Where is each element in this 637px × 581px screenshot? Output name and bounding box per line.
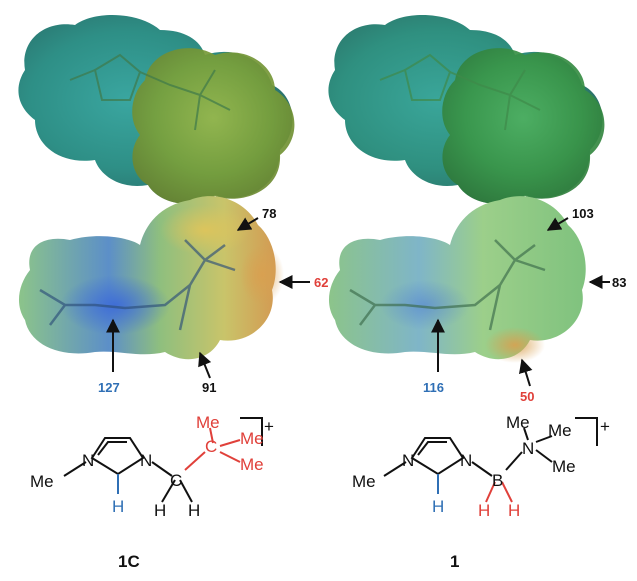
atom-me-left-1: Me	[352, 472, 376, 491]
arrows-right	[431, 217, 610, 387]
atom-me3-1c: Me	[240, 455, 264, 474]
bond-c-me1-left	[209, 427, 214, 444]
atom-me2-1: Me	[548, 421, 572, 440]
arrow-left-top	[236, 217, 259, 231]
value-right-top: 103	[572, 206, 594, 221]
structure-1c	[63, 417, 263, 503]
molecule-wireframe-side-left	[39, 239, 236, 331]
molecule-wireframe-top-right	[379, 53, 541, 131]
atom-b-1: B	[492, 471, 503, 490]
charge-1: +	[600, 417, 610, 436]
atom-me2-1c: Me	[240, 429, 264, 448]
charge-1c: +	[264, 417, 274, 436]
bond-n-b-right	[471, 461, 493, 477]
atom-c-quat-1c: C	[205, 437, 217, 456]
bond-c-c-left	[184, 451, 206, 471]
bond-n-me3-right	[535, 449, 553, 463]
bond-me-n-right	[383, 461, 407, 477]
atom-c-bridge-1c: C	[170, 471, 182, 490]
atom-h-ring-1c: H	[112, 497, 124, 516]
atom-h1-1c: H	[154, 501, 166, 520]
atom-me1-1c: Me	[196, 413, 220, 432]
value-left-right: 62	[314, 275, 328, 290]
atom-h2-1c: H	[188, 501, 200, 520]
value-right-right: 83	[612, 275, 626, 290]
bond-n-me1-right	[523, 427, 529, 441]
bond-c-h2-left	[179, 479, 193, 503]
bond-b-h2-right	[501, 481, 513, 503]
ring-left	[90, 437, 145, 476]
value-left-bottom-right: 91	[202, 380, 216, 395]
bond-c-me3-left	[219, 451, 241, 463]
bond-b-h1-right	[485, 481, 496, 503]
value-right-bottom-right: 50	[520, 389, 534, 404]
value-left-bottom-left: 127	[98, 380, 120, 395]
atom-n1-1c: N	[82, 451, 94, 470]
surface-side-right	[328, 196, 586, 363]
ring-right-inner	[417, 441, 447, 456]
surface-top-right	[328, 14, 605, 204]
surface-top-left	[18, 14, 295, 204]
atom-me1-1: Me	[506, 413, 530, 432]
atom-h1-1: H	[478, 501, 490, 520]
bracket-left	[240, 417, 263, 446]
arrow-left-bottom-right	[198, 351, 212, 379]
surface-side-left	[18, 196, 284, 360]
atom-me3-1: Me	[552, 457, 576, 476]
bond-b-n-right	[505, 451, 523, 471]
arrows-left	[106, 217, 310, 379]
bond-n-me2-right	[535, 435, 553, 443]
value-left-top: 78	[262, 206, 276, 221]
value-right-bottom-left: 116	[423, 380, 444, 395]
bond-c-me2-left	[219, 439, 241, 447]
bond-me-n-left	[63, 461, 87, 477]
atom-n1-1: N	[402, 451, 414, 470]
molecule-wireframe-side-right	[349, 239, 546, 331]
atom-h2-1: H	[508, 501, 520, 520]
arrow-right-top	[546, 217, 569, 231]
ring-left-inner	[97, 441, 127, 456]
compound-name-1c: 1C	[118, 552, 140, 571]
atom-me-left-1c: Me	[30, 472, 54, 491]
arrow-right-bottom-right	[519, 358, 533, 387]
structure-1	[383, 417, 598, 503]
molecule-wireframe-top-left	[69, 53, 231, 131]
atom-n2-1: N	[460, 451, 472, 470]
atom-n2-1c: N	[140, 451, 152, 470]
ring-right	[410, 437, 465, 476]
compound-name-1: 1	[450, 552, 459, 571]
bond-n-c-left	[151, 461, 173, 477]
bracket-right	[575, 417, 598, 446]
atom-n3-1: N	[522, 439, 534, 458]
atom-h-ring-1: H	[432, 497, 444, 516]
bond-c-h1-left	[161, 479, 176, 503]
